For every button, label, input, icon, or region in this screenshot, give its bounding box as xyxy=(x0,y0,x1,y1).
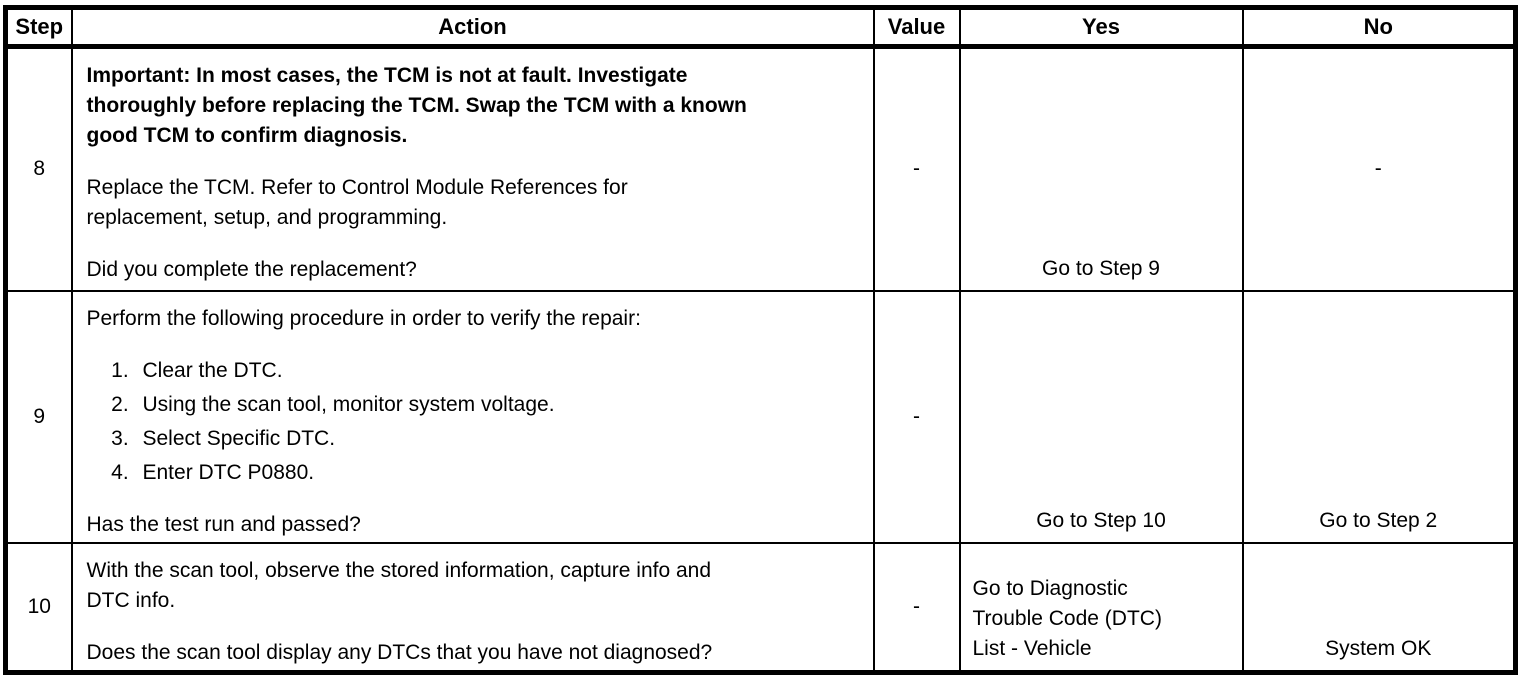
no-outcome-cell: Go to Step 2 xyxy=(1241,289,1517,544)
important-note: Important: In most cases, the TCM is not… xyxy=(86,64,747,147)
action-cell: Perform the following procedure in order… xyxy=(70,289,875,544)
yes-outcome: Go to Step 10 xyxy=(1036,508,1166,532)
no-outcome-cell: System OK xyxy=(1241,541,1517,673)
column-header-value: Value xyxy=(872,6,961,49)
action-cell: Important: In most cases, the TCM is not… xyxy=(70,45,875,292)
action-question: Did you complete the replacement? xyxy=(86,258,417,281)
table-row-step-8: 8 Important: In most cases, the TCM is n… xyxy=(4,45,1517,292)
column-header-action: Action xyxy=(70,6,875,49)
no-outcome: System OK xyxy=(1325,636,1432,660)
table-header-row: Step Action Value Yes No xyxy=(4,6,1517,49)
yes-outcome: Go to Diagnostic Trouble Code (DTC) List… xyxy=(972,576,1162,660)
procedure-list-item-1: Clear the DTC. xyxy=(135,356,861,386)
value-cell: - xyxy=(872,289,961,544)
procedure-list: Clear the DTC. Using the scan tool, moni… xyxy=(87,356,861,488)
procedure-list-item-3: Select Specific DTC. xyxy=(135,424,861,454)
action-text: With the scan tool, observe the stored i… xyxy=(86,558,712,612)
yes-outcome-cell: Go to Diagnostic Trouble Code (DTC) List… xyxy=(958,541,1244,673)
column-header-yes: Yes xyxy=(958,6,1244,49)
no-outcome: Go to Step 2 xyxy=(1319,508,1438,532)
value-cell: - xyxy=(872,541,961,673)
table-row-step-9: 9 Perform the following procedure in ord… xyxy=(4,289,1517,544)
column-header-no: No xyxy=(1241,6,1517,49)
action-text: Replace the TCM. Refer to Control Module… xyxy=(86,176,628,229)
no-outcome: - xyxy=(1374,157,1382,181)
step-number: 9 xyxy=(4,289,73,544)
value-cell: - xyxy=(872,45,961,292)
verify-intro: Perform the following procedure in order… xyxy=(86,306,641,330)
table-row-step-10: 10 With the scan tool, observe the store… xyxy=(4,541,1517,673)
step-number: 10 xyxy=(4,541,73,673)
diagnostic-table: Step Action Value Yes No 8 Important: In… xyxy=(3,5,1518,675)
action-question: Has the test run and passed? xyxy=(86,512,361,536)
yes-outcome-cell: Go to Step 9 xyxy=(958,45,1244,292)
column-header-step: Step xyxy=(4,6,73,49)
yes-outcome-cell: Go to Step 10 xyxy=(958,289,1244,544)
procedure-list-item-2: Using the scan tool, monitor system volt… xyxy=(135,390,861,420)
yes-outcome: Go to Step 9 xyxy=(1042,256,1160,280)
action-question: Does the scan tool display any DTCs that… xyxy=(86,640,713,664)
no-outcome-cell: - xyxy=(1241,45,1517,292)
procedure-list-item-4: Enter DTC P0880. xyxy=(135,458,861,488)
action-cell: With the scan tool, observe the stored i… xyxy=(70,541,875,673)
step-number: 8 xyxy=(4,45,73,292)
